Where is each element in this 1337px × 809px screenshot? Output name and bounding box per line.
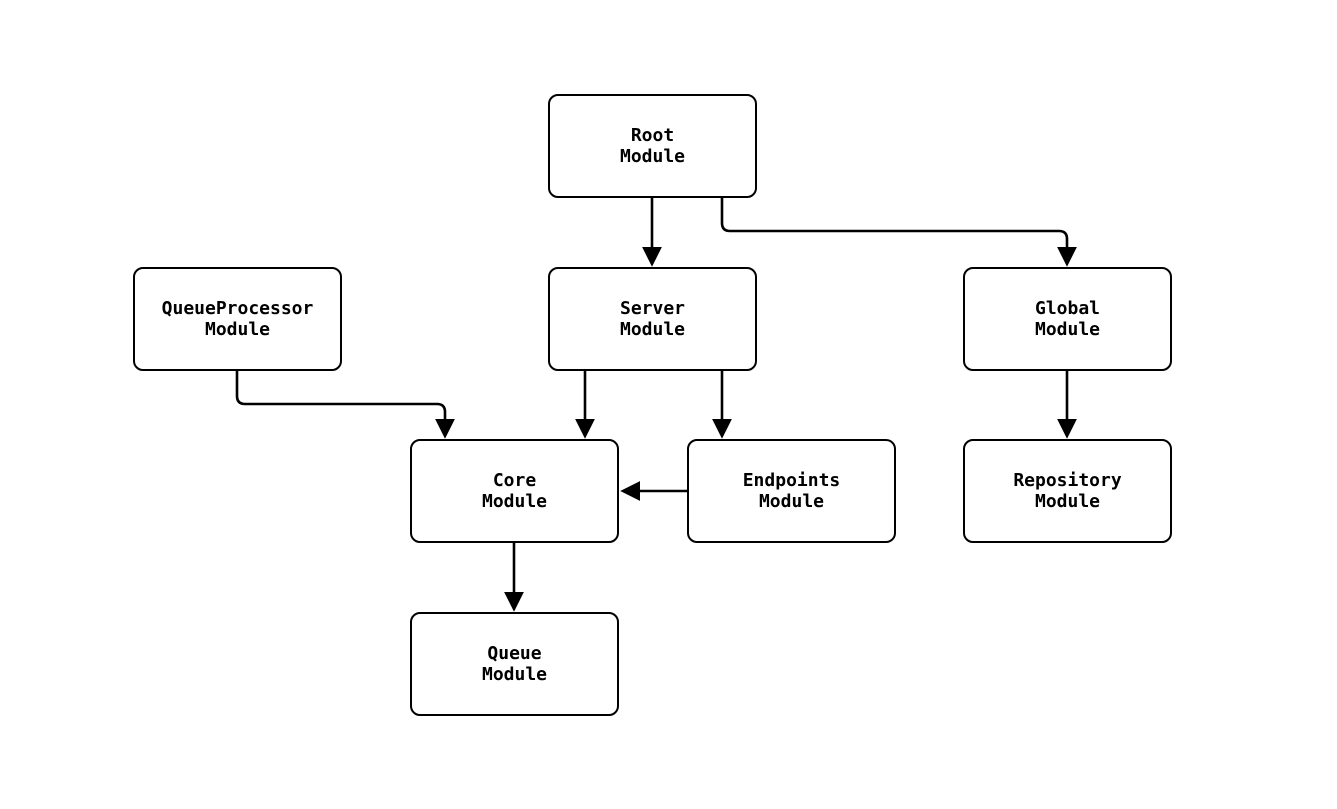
node-label-queueprocessor-module: QueueProcessor Module <box>161 298 314 340</box>
node-global-module: Global Module <box>963 267 1172 371</box>
edge-queueprocessor-module-to-core-module <box>235 371 455 439</box>
node-endpoints-module: Endpoints Module <box>687 439 896 543</box>
node-repository-module: Repository Module <box>963 439 1172 543</box>
node-label-global-module: Global Module <box>1034 298 1101 340</box>
node-queue-module: Queue Module <box>410 612 619 716</box>
node-queueprocessor-module: QueueProcessor Module <box>133 267 342 371</box>
node-core-module: Core Module <box>410 439 619 543</box>
node-label-root-module: Root Module <box>619 125 686 167</box>
node-label-core-module: Core Module <box>481 470 548 512</box>
edge-root-module-to-global-module <box>720 198 1077 267</box>
node-server-module: Server Module <box>548 267 757 371</box>
node-label-repository-module: Repository Module <box>1013 470 1122 512</box>
node-label-queue-module: Queue Module <box>481 643 548 685</box>
node-root-module: Root Module <box>548 94 757 198</box>
node-label-endpoints-module: Endpoints Module <box>742 470 841 512</box>
edges-group <box>235 198 1077 612</box>
node-label-server-module: Server Module <box>619 298 686 340</box>
